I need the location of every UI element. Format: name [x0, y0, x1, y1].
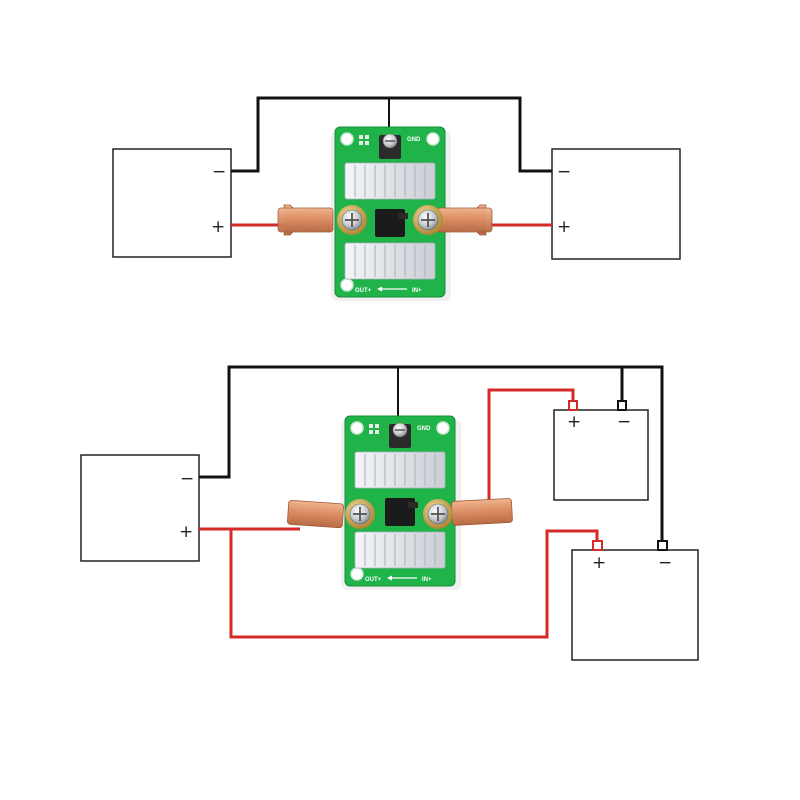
top-pcb-module: GND OUT+ IN+ [330, 126, 452, 302]
top-left-box [112, 148, 232, 258]
bottom-left-lug [287, 499, 344, 529]
top-left-plus: + [211, 217, 225, 237]
small-battery-pos-terminal [568, 400, 578, 411]
bottom-gnd-label: GND [417, 426, 431, 432]
bottom-in-label: IN+ [422, 577, 432, 583]
top-gnd-label: GND [407, 137, 421, 143]
bottom-positive-wire-large [229, 529, 599, 639]
bottom-pcb-module: GND OUT+ IN+ [340, 415, 462, 591]
bottom-negative-wire [199, 365, 664, 543]
bottom-out-label: OUT+ [365, 577, 382, 583]
small-battery-minus: − [617, 412, 631, 432]
bottom-right-lug [451, 498, 513, 526]
top-in-label: IN+ [412, 288, 422, 294]
top-right-plus: + [557, 217, 571, 237]
small-battery-plus: + [567, 412, 581, 432]
large-battery-pos-terminal [592, 540, 603, 551]
bottom-positive-wire-small [487, 388, 575, 516]
bottom-battery-small [553, 409, 649, 501]
bottom-left-box [80, 454, 200, 562]
large-battery-plus: + [592, 553, 606, 573]
large-battery-neg-terminal [657, 540, 668, 551]
bottom-left-plus: + [179, 522, 193, 542]
large-battery-minus: − [658, 553, 672, 573]
top-right-box [551, 148, 681, 260]
top-out-label: OUT+ [355, 288, 372, 294]
top-left-minus: − [212, 162, 226, 182]
top-right-minus: − [557, 162, 571, 182]
bottom-left-minus: − [180, 469, 194, 489]
small-battery-neg-terminal [617, 400, 627, 411]
bottom-battery-large [571, 549, 699, 661]
